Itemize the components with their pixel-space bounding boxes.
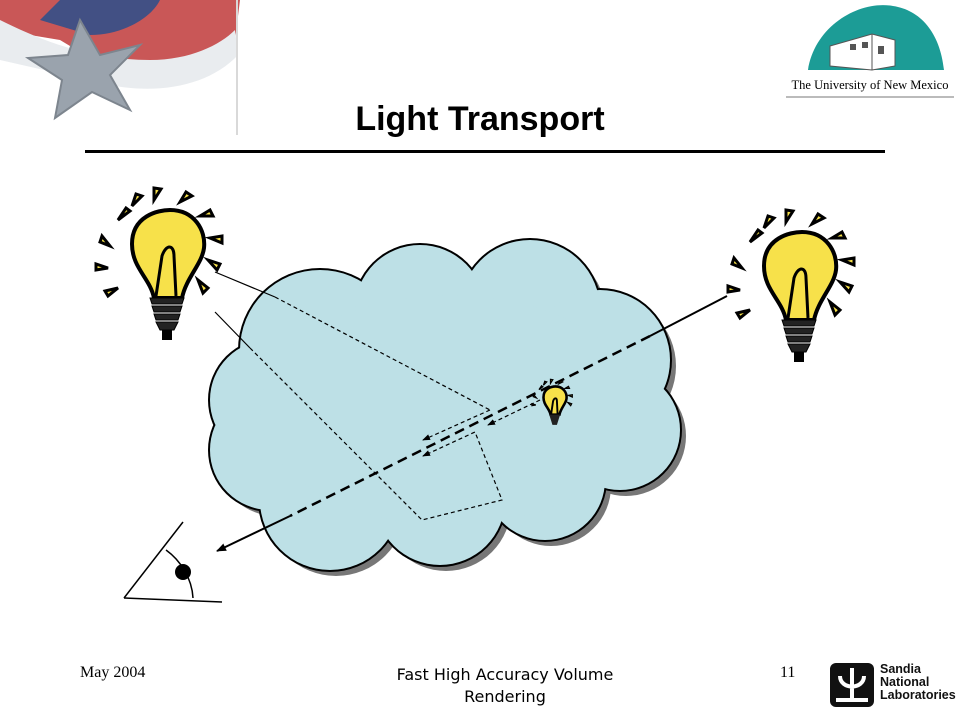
flag-star-logo [0,0,240,135]
unm-building-icon [829,33,896,71]
ray-left-solid-upper [214,271,276,298]
unm-logo [786,5,954,98]
title-underline [85,150,885,153]
lab-name-line: National [880,675,930,689]
ray-to-eye [216,515,291,552]
ray-right-solid [649,295,728,337]
cloud-shape [208,238,686,576]
eye-icon [123,521,223,603]
star-icon [24,17,144,121]
ray-left-dashed-lower [249,347,503,521]
light-bulb-icon [531,378,573,425]
footer-title: Fast High Accuracy Volume Rendering [396,665,614,706]
university-name: The University of New Mexico [791,78,949,92]
ray-main-dashed [289,334,651,518]
page-number: 11 [780,664,796,681]
lab-name: Sandia National Laboratories [880,663,956,702]
slide-title: Light Transport [355,100,605,138]
lab-name-line: Sandia [880,662,921,676]
ray-left-solid-lower [214,311,251,349]
sandia-thunderbird-icon [830,663,874,707]
ray-scatter-1 [422,409,491,441]
ray-left-dashed-upper [274,296,491,411]
light-bulb-icon [726,208,856,362]
lab-name-line: Laboratories [880,688,956,702]
light-bulb-icon [94,186,224,340]
footer-date: May 2004 [80,664,146,681]
